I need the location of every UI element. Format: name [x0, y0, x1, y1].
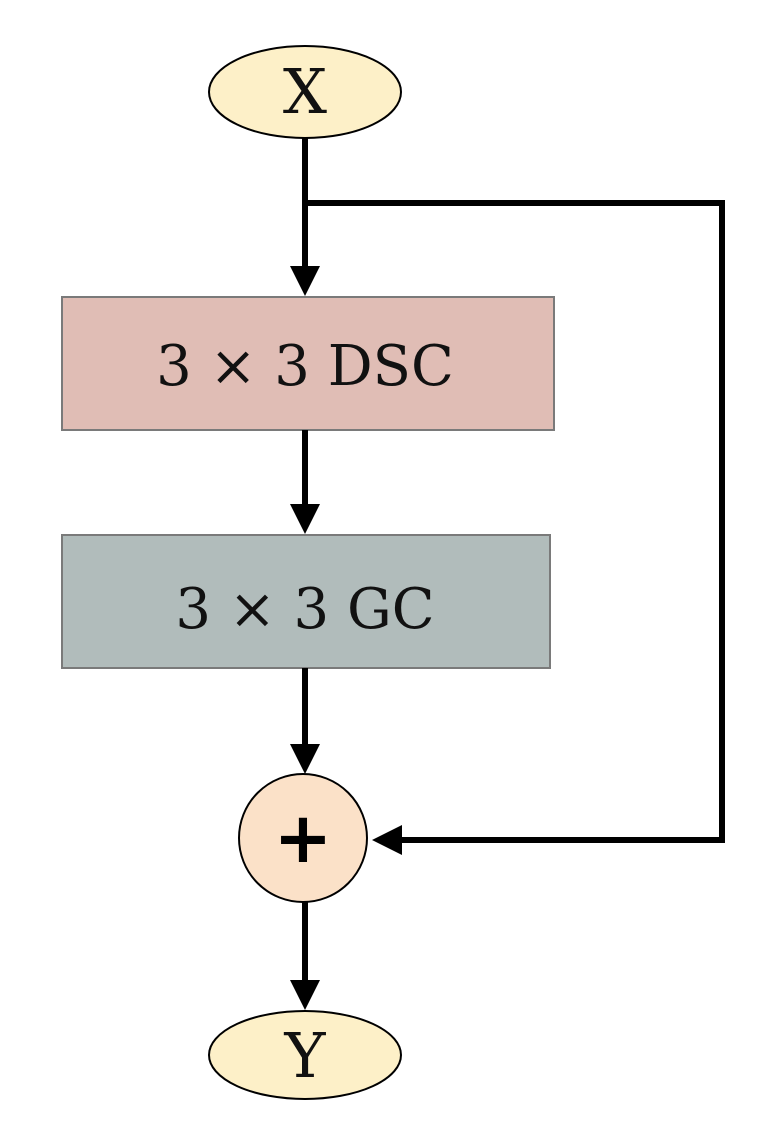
input-label: X — [283, 55, 327, 128]
arrow-dsc-to-gc — [290, 430, 320, 534]
add-label: + — [274, 797, 333, 879]
output-label: Y — [284, 1019, 327, 1092]
dsc-label: 3 × 3 DSC — [156, 334, 454, 399]
input-node: X — [208, 45, 402, 139]
output-node: Y — [208, 1010, 402, 1100]
arrow-add-to-y — [290, 902, 320, 1010]
arrow-gc-to-add — [290, 668, 320, 774]
add-node: + — [238, 773, 368, 903]
skip-connection — [305, 200, 725, 855]
dsc-block: 3 × 3 DSC — [61, 296, 555, 431]
gc-label: 3 × 3 GC — [175, 577, 434, 642]
arrow-x-to-dsc — [290, 138, 320, 296]
gc-block: 3 × 3 GC — [61, 534, 551, 669]
